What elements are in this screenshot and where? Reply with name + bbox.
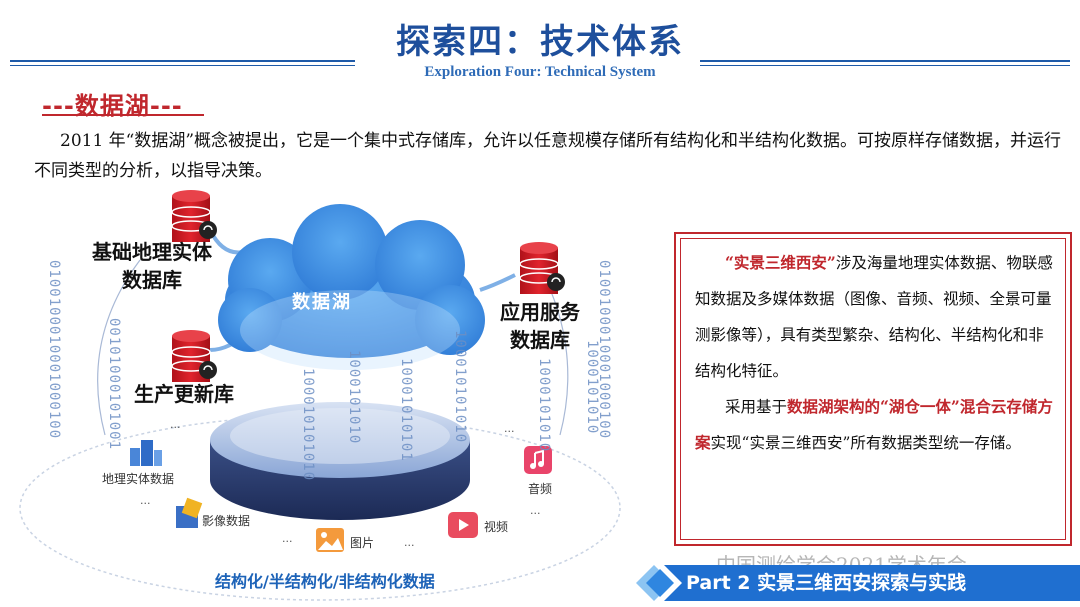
db-label-app-line1: 应用服务 — [500, 300, 580, 324]
label-image-data: 影像数据 — [202, 514, 251, 528]
label-geo-data: 地理实体数据 — [102, 472, 175, 486]
dots-4: ... — [404, 536, 415, 549]
info-box: “实景三维西安”涉及海量地理实体数据、物联感知数据及多媒体数据（图像、音频、视频… — [674, 232, 1072, 546]
binary-stream-6: 100010101010 — [452, 330, 468, 444]
dots-6: ... — [504, 422, 515, 435]
photo-icon — [316, 528, 344, 552]
dots-3: ... — [282, 532, 293, 545]
image-data-icon — [176, 497, 203, 528]
database-icon-basic — [171, 190, 217, 242]
binary-stream-2: 00101000101001 — [106, 318, 122, 451]
info-box-inner: “实景三维西安”涉及海量地理实体数据、物联感知数据及多媒体数据（图像、音频、视频… — [680, 238, 1066, 540]
binary-stream-4: 1000101010 — [346, 350, 362, 445]
database-icon-app — [519, 242, 565, 294]
section-underline — [42, 114, 204, 116]
page-title: 探索四：技术体系 — [396, 22, 684, 62]
dots-2: ... — [140, 494, 151, 507]
page-subtitle: Exploration Four: Technical System — [424, 64, 656, 80]
label-video: 视频 — [484, 520, 509, 534]
outer-ellipse — [19, 415, 621, 601]
storage-disk — [210, 402, 470, 520]
data-lake-diagram: 0100100010001000100 00101000101001 10001… — [0, 190, 660, 607]
intro-paragraph: 2011 年“数据湖”概念被提出，它是一个集中式存储库，允许以任意规模存储所有结… — [34, 131, 1062, 181]
database-icon-prod — [171, 330, 217, 382]
db-label-app-line2: 数据库 — [510, 328, 570, 352]
db-label-basic-line2: 数据库 — [122, 268, 182, 292]
cloud-label: 数据湖 — [292, 292, 352, 313]
footer-section-label: Part 2 实景三维西安探索与实践 — [686, 572, 967, 594]
binary-stream-3: 100010101010 — [300, 368, 316, 482]
binary-stream-1: 0100100010001000100 — [46, 260, 62, 440]
db-label-basic-line1: 基础地理实体 — [92, 240, 212, 264]
dots-1: ... — [170, 418, 181, 431]
info-highlight-xian: “实景三维西安” — [725, 253, 836, 272]
label-audio: 音频 — [528, 482, 553, 496]
info-p2-text: 实现“实景三维西安”所有数据类型统一存储。 — [710, 434, 1021, 452]
title-line-right-thin — [700, 65, 1070, 66]
info-highlight-scheme: 数据湖架构的“湖仓一体”混合云存储方案 — [695, 397, 1053, 452]
info-p1-text: 涉及海量地理实体数据、物联感知数据及多媒体数据（图像、音频、视频、全景可量测影像… — [695, 254, 1053, 380]
cloud-shape — [218, 204, 485, 370]
label-photo: 图片 — [350, 536, 375, 550]
connector-app — [479, 273, 516, 292]
db-label-app: 应用服务 数据库 — [500, 298, 580, 354]
title-line-right — [700, 60, 1070, 62]
info-p2-start: 采用基于 — [725, 398, 788, 416]
info-paragraph-2: 采用基于数据湖架构的“湖仓一体”混合云存储方案实现“实景三维西安”所有数据类型统… — [695, 389, 1055, 461]
binary-stream-8: 1000101010 — [584, 340, 600, 435]
db-label-prod: 生产更新库 — [134, 382, 234, 406]
title-line-left — [10, 60, 355, 62]
data-types-caption: 结构化/半结构化/非结构化数据 — [215, 572, 435, 591]
info-paragraph-1: “实景三维西安”涉及海量地理实体数据、物联感知数据及多媒体数据（图像、音频、视频… — [695, 245, 1055, 389]
binary-stream-7: 1000101010 — [536, 358, 552, 453]
dots-5: ... — [530, 504, 541, 517]
binary-stream-5: 10001010101 — [398, 358, 414, 462]
building-icon — [130, 440, 162, 466]
title-line-left-thin — [10, 65, 355, 66]
arc-left — [97, 259, 141, 436]
binary-stream-9: 0100100010001000100 — [596, 260, 612, 440]
db-label-basic: 基础地理实体 数据库 — [92, 238, 212, 294]
footer-banner — [636, 565, 1080, 601]
diagram-graphics — [19, 190, 621, 601]
video-icon — [448, 512, 478, 538]
music-icon — [524, 446, 552, 474]
